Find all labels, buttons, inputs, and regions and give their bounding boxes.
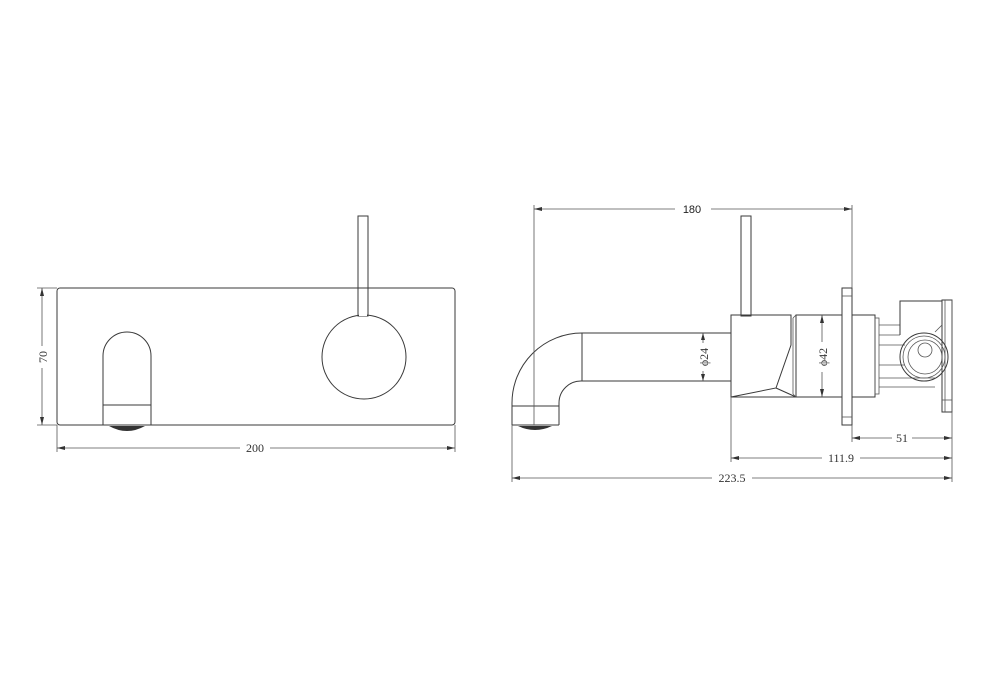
wall-flange: [841, 287, 853, 426]
backplate-outline: [56, 287, 456, 426]
side-aerator-icon: [518, 426, 552, 430]
spout-diameter-dimension: ϕ24: [697, 333, 711, 381]
inlet-port: [899, 332, 949, 382]
spout-side-profile: [511, 332, 731, 430]
handle-body: [730, 314, 797, 398]
body-depth-dimension: 111.9: [730, 397, 952, 466]
body-diameter-dimension: ϕ42: [816, 315, 830, 397]
width-dimension: 200: [56, 425, 456, 456]
body-depth-dim-label: 111.9: [828, 451, 854, 465]
rough-in-dimension: 51: [851, 300, 953, 482]
rough-in-dim-label: 51: [896, 431, 908, 445]
spout-front-profile: [102, 331, 152, 425]
side-view: ϕ24 ϕ42 180 51: [511, 200, 953, 486]
overall-depth-dim-label: 223.5: [719, 471, 746, 485]
projection-dimension: 180: [533, 200, 853, 425]
width-dim-label: 200: [246, 441, 264, 455]
front-view: 70 200: [34, 215, 456, 456]
valve-body: [899, 299, 953, 413]
threaded-collar: [851, 314, 935, 398]
aerator-icon: [109, 426, 145, 431]
spout-diameter-label: ϕ24: [697, 348, 711, 366]
side-lever-handle: [740, 215, 752, 317]
height-dim-label: 70: [36, 351, 50, 363]
projection-dim-label: 180: [683, 204, 701, 216]
overall-depth-dimension: 223.5: [511, 425, 952, 486]
lever-handle: [357, 215, 369, 317]
body-diameter-label: ϕ42: [816, 348, 830, 366]
height-dimension: 70: [34, 287, 57, 426]
mixer-knob: [321, 314, 407, 400]
